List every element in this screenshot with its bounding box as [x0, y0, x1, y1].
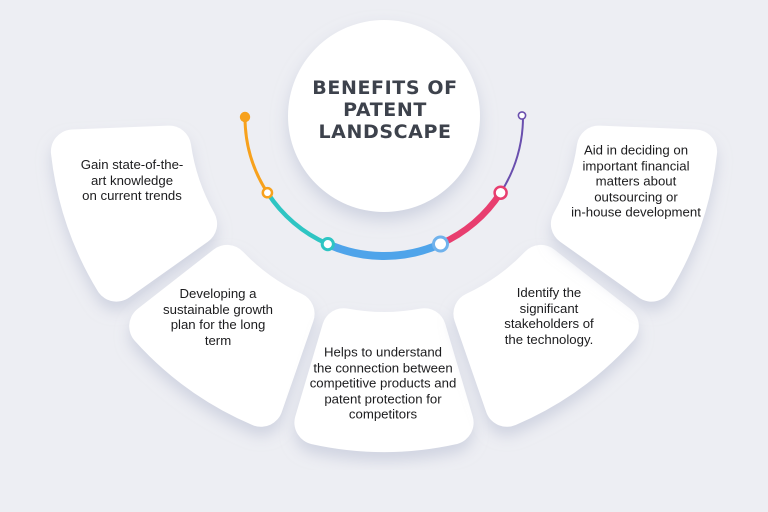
card-text-financial-decisions: Aid in deciding on important financial m…: [571, 142, 701, 220]
arc-segment-pink: [437, 189, 504, 248]
card-text-understand-connection: Helps to understand the connection betwe…: [309, 344, 457, 422]
arc-node-blue-pink: [432, 235, 449, 253]
arc-segment-purple: [499, 115, 525, 194]
arc-start-dot: [239, 111, 251, 123]
card-shape-understand-connection: [294, 308, 474, 452]
diagram-title: BENEFITS OF PATENT LANDSCAPE: [312, 77, 458, 143]
arc-node-orange-teal: [261, 186, 274, 199]
card-text-gain-knowledge: Gain state-of-the- art knowledge on curr…: [80, 156, 184, 203]
card-shape-sustainable-growth: [129, 244, 315, 427]
card-shape-identify-stakeholders: [453, 244, 639, 427]
arc-node-pink-purple: [493, 185, 508, 200]
card-shape-financial-decisions: [550, 125, 718, 302]
card-text-sustainable-growth: Developing a sustainable growth plan for…: [163, 286, 273, 348]
card-text-identify-stakeholders: Identify the significant stakeholders of…: [504, 285, 594, 347]
arc-end-dot: [517, 111, 527, 120]
center-circle: [288, 20, 480, 212]
arc-segment-blue: [323, 240, 445, 260]
arc-node-teal-blue: [320, 237, 335, 252]
card-shape-gain-knowledge: [50, 125, 218, 302]
arc-segment-teal: [265, 190, 331, 247]
arc-segment-orange: [243, 116, 269, 194]
